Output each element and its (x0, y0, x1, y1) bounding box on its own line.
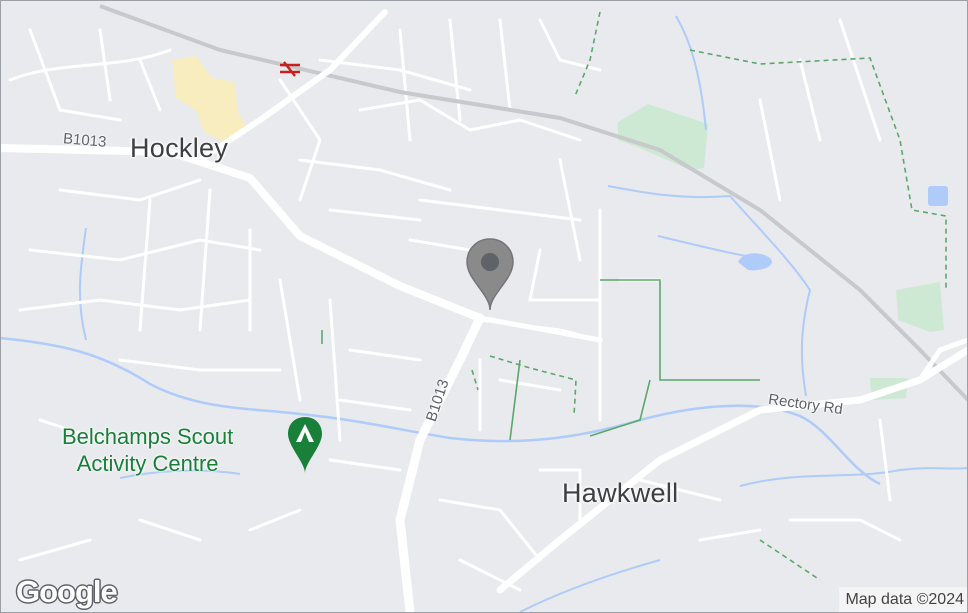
poi-name-line2: Activity Centre (76, 451, 219, 476)
poi-label-belchamps[interactable]: Belchamps Scout Activity Centre (62, 423, 233, 477)
park-area (896, 282, 944, 332)
campus-area (172, 56, 248, 142)
pond (738, 253, 772, 271)
railway-station-icon (280, 61, 300, 77)
location-pin-icon[interactable] (464, 236, 516, 312)
pond (928, 186, 948, 206)
town-label-hockley: Hockley (130, 133, 229, 163)
footpaths (471, 11, 947, 581)
park-area (618, 104, 708, 170)
water-bodies (0, 15, 968, 613)
map-attribution[interactable]: Map data ©2024 (839, 587, 968, 613)
poi-name-line1: Belchamps Scout (62, 424, 234, 449)
campground-icon[interactable] (286, 415, 324, 475)
town-label-hawkwell: Hawkwell (562, 478, 679, 508)
road-label-b1013-west: B1013 (62, 130, 108, 151)
main-roads (0, 9, 968, 613)
green-tracks (321, 279, 760, 441)
google-logo[interactable]: Google (16, 574, 118, 609)
